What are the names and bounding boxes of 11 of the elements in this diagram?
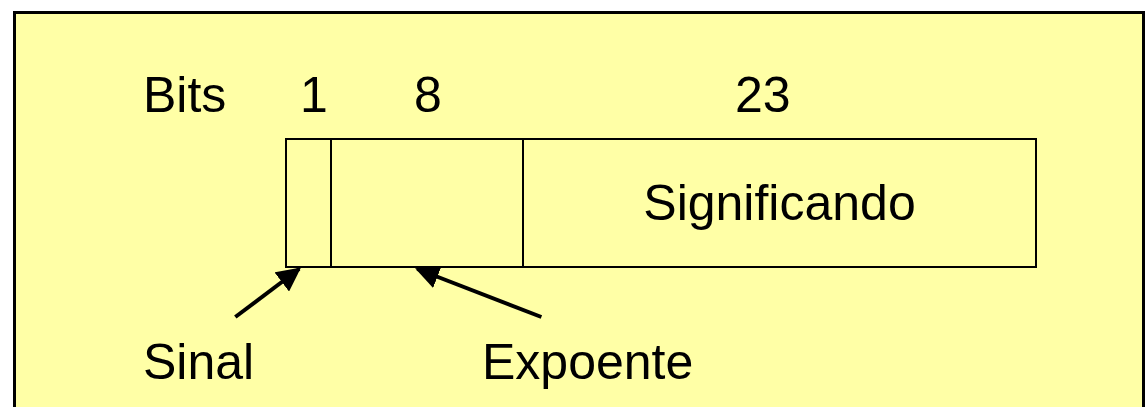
field-name: Expoente [482,333,752,393]
bit-count: 23 [735,70,791,120]
field-name: Significando [643,178,916,228]
sign-field [285,138,332,268]
row-label: Bits [143,70,227,120]
significand-field [522,138,1037,268]
bit-count: 1 [300,70,328,120]
arrow [234,267,301,319]
bit-count: 8 [414,70,442,120]
field-name: Sinal [143,333,285,393]
exponent-field [330,138,524,268]
